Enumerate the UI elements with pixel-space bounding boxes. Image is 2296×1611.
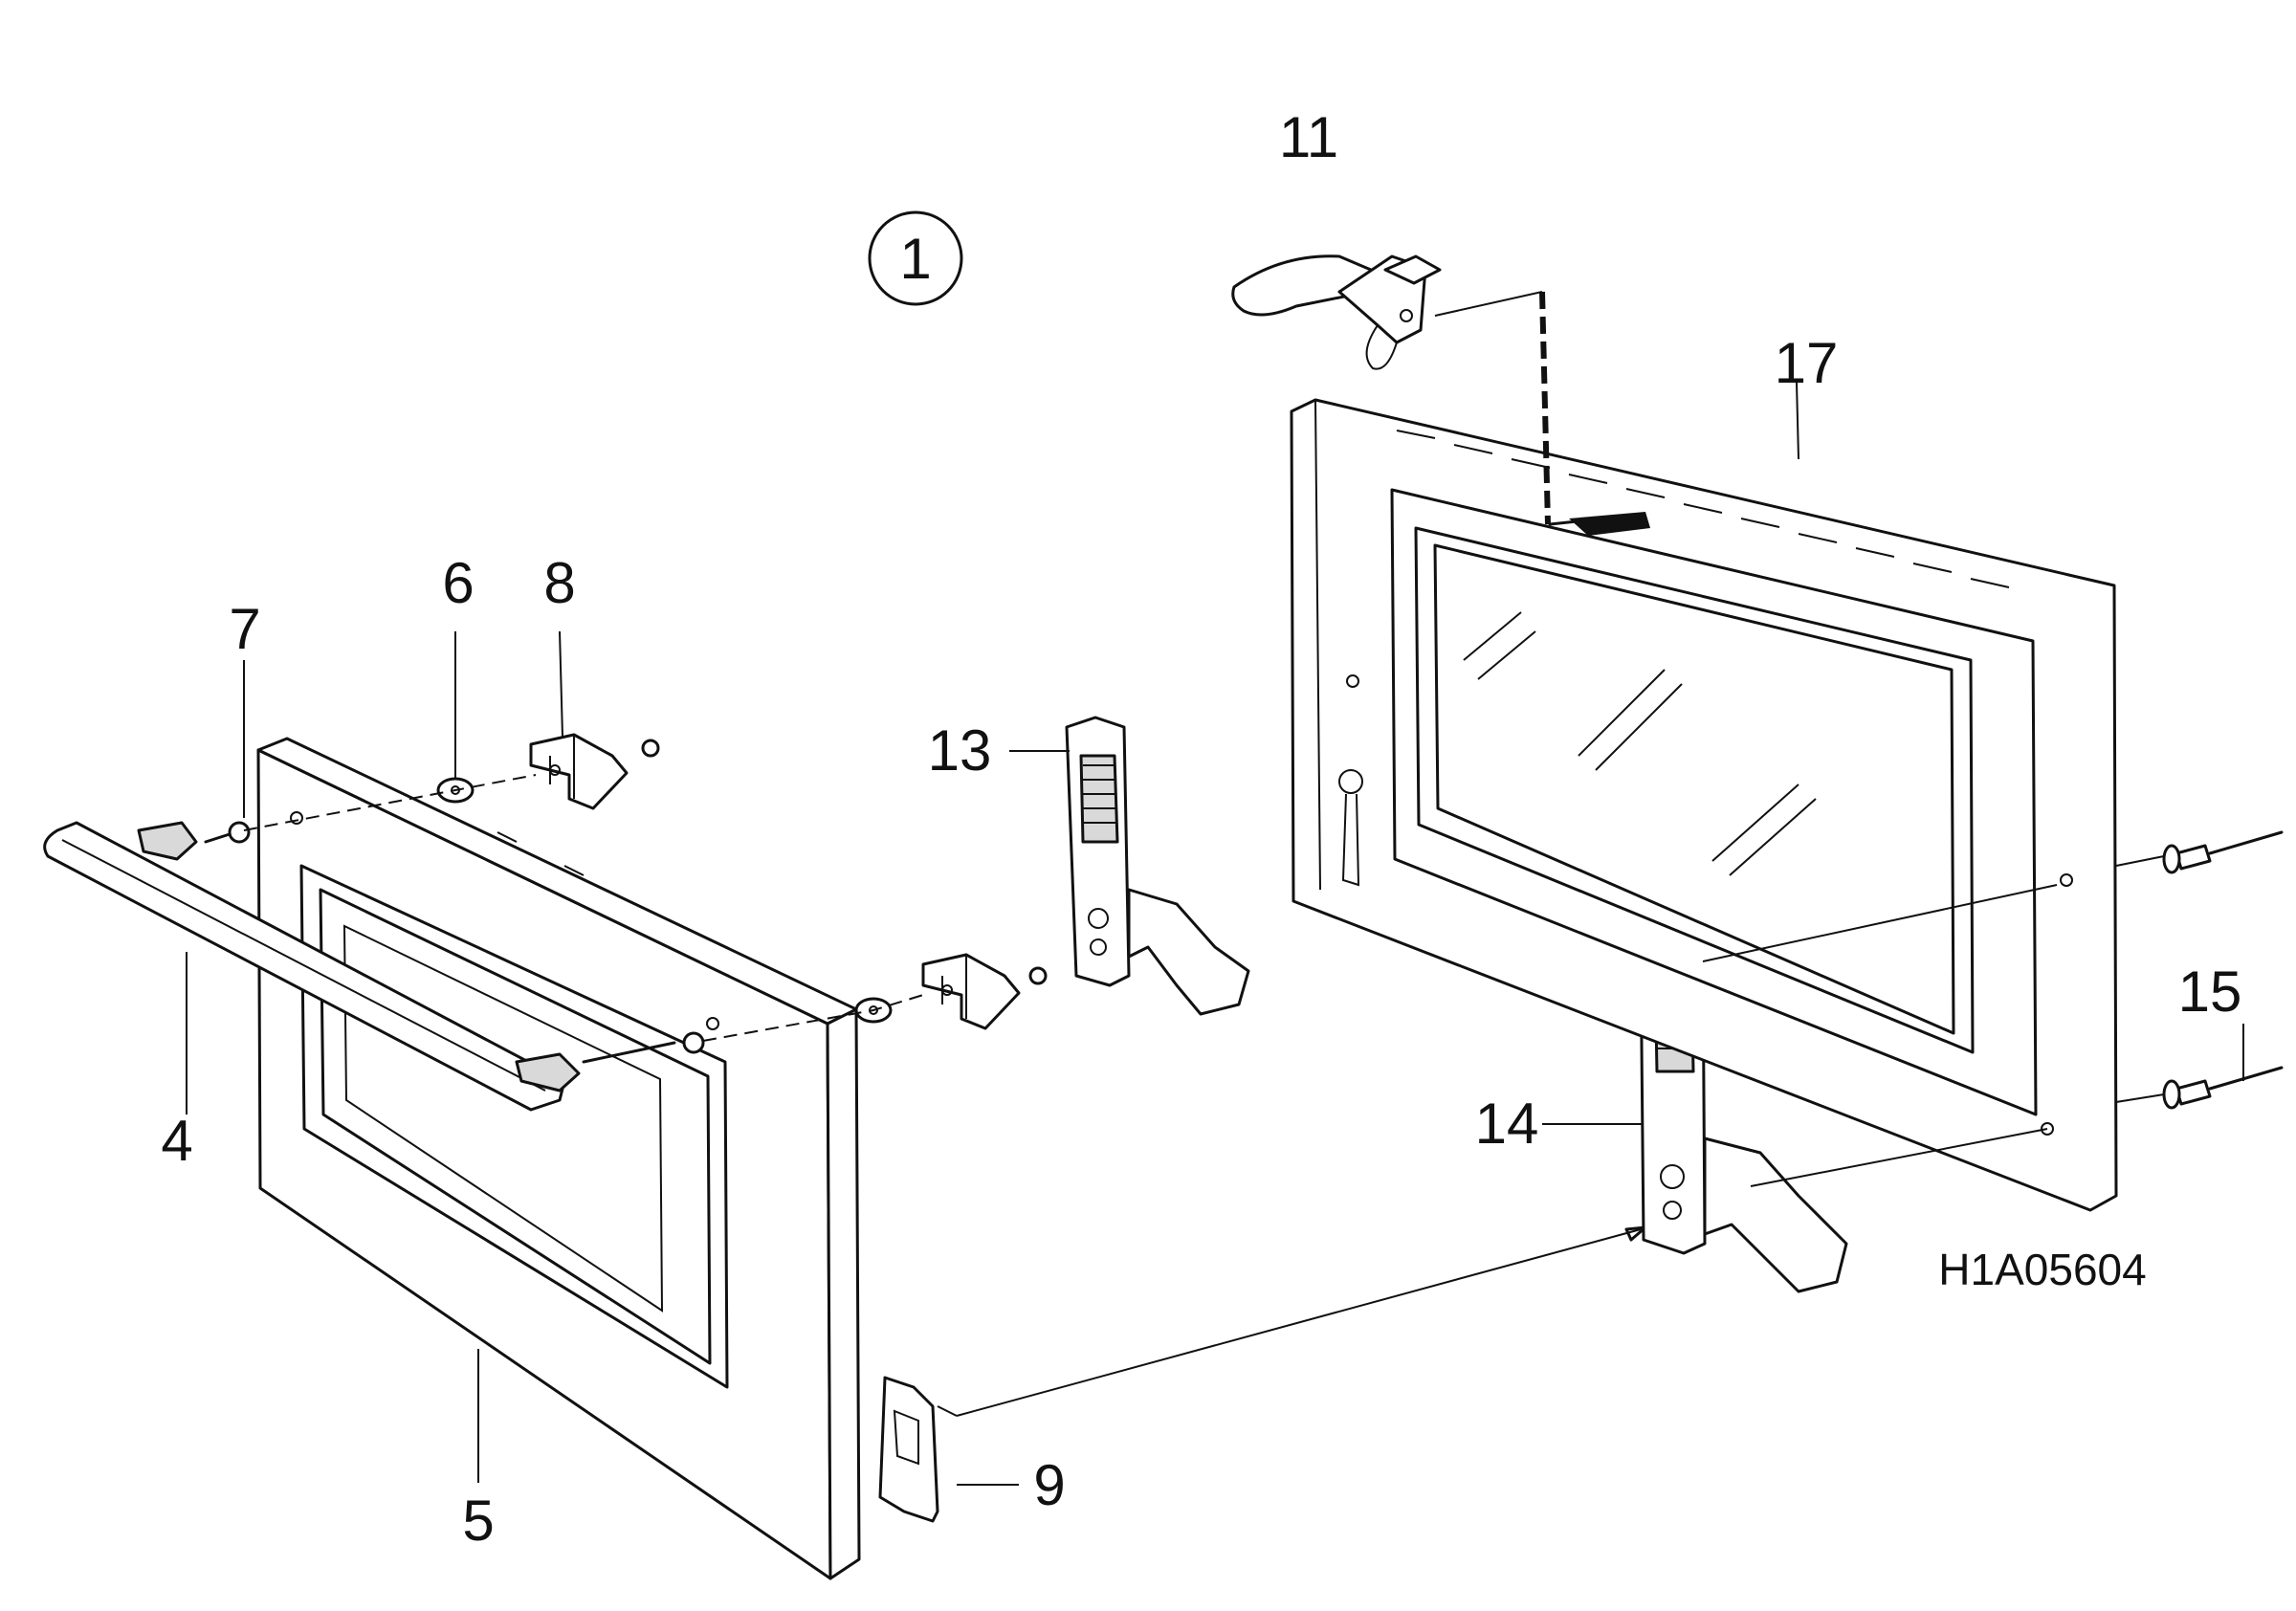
hinge-bracket[interactable] xyxy=(878,1376,958,1523)
rivet-lower[interactable] xyxy=(2162,1066,2284,1110)
rivet-upper[interactable] xyxy=(2162,830,2284,874)
callout-7: 7 xyxy=(229,597,260,661)
handle-bracket-lower[interactable] xyxy=(921,953,1048,1030)
hinge-upper[interactable] xyxy=(1065,716,1250,1016)
callout-15: 15 xyxy=(2178,960,2242,1024)
callout-6: 6 xyxy=(442,551,474,615)
callout-14: 14 xyxy=(1475,1092,1539,1156)
callout-8: 8 xyxy=(543,551,575,615)
door-latch[interactable] xyxy=(1231,254,1442,370)
callout-5: 5 xyxy=(462,1489,494,1553)
callout-17: 17 xyxy=(1775,331,1839,395)
callout-11: 11 xyxy=(1279,105,1338,169)
callout-9: 9 xyxy=(1033,1453,1065,1517)
inner-door-panel[interactable] xyxy=(1290,398,2118,1212)
handle-bracket-upper[interactable] xyxy=(529,733,660,810)
group-marker-number: 1 xyxy=(899,227,931,291)
outer-door-panel[interactable] xyxy=(256,737,861,1580)
door-handle[interactable] xyxy=(43,821,705,1112)
callout-4: 4 xyxy=(161,1109,192,1173)
diagram-code: H1A05604 xyxy=(1938,1245,2146,1294)
callout-13: 13 xyxy=(928,718,992,783)
group-marker: 1 xyxy=(868,210,963,306)
